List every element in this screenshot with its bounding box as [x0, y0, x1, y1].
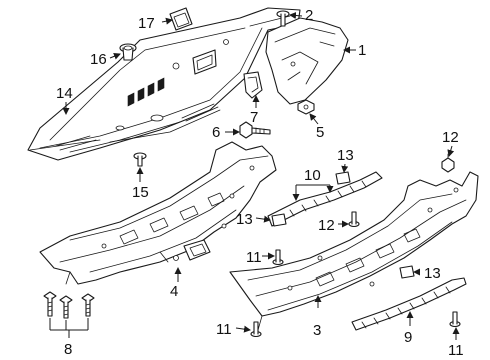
callout-13-left: 13	[236, 211, 253, 228]
callout-labels: 17 16 2 1 14 7 5 6 15 12 13 10 13 12 11 …	[56, 7, 464, 359]
frame-bracket-left	[39, 141, 277, 285]
callout-11-left: 11	[216, 321, 232, 338]
bumper-end-cap	[265, 17, 349, 105]
shield-strip-upper	[267, 171, 383, 227]
callout-5: 5	[316, 124, 324, 141]
callout-3: 3	[313, 322, 321, 339]
callout-2: 2	[305, 7, 313, 24]
nut-5	[297, 99, 315, 115]
callout-11-right: 11	[448, 342, 464, 359]
callout-12-mid: 12	[318, 217, 335, 234]
callout-14: 14	[56, 85, 73, 102]
clip-13-b	[271, 213, 287, 227]
clip-13-c	[399, 265, 415, 279]
screw-11-c	[449, 311, 461, 328]
callout-1: 1	[358, 42, 366, 59]
callout-9: 9	[404, 329, 412, 346]
callout-13-top: 13	[337, 147, 354, 164]
bolt-12-upper	[441, 153, 455, 173]
callout-7: 7	[250, 109, 258, 126]
callout-15: 15	[132, 184, 149, 201]
frame-bracket-right	[229, 171, 479, 331]
callout-16: 16	[90, 51, 107, 68]
callout-17: 17	[138, 15, 155, 32]
callout-10: 10	[304, 167, 321, 184]
screw-11-b	[250, 321, 262, 338]
clip-7	[243, 71, 263, 99]
screw-15	[133, 152, 147, 167]
callout-13-right: 13	[424, 265, 441, 282]
callout-8: 8	[64, 341, 72, 358]
shield-strip-lower	[351, 277, 467, 331]
callout-12-top: 12	[442, 129, 459, 146]
screw-11-a	[272, 249, 284, 266]
callout-4: 4	[170, 283, 178, 300]
clip-13-a	[335, 171, 351, 185]
bolt-2	[276, 10, 290, 27]
leader-lines	[49, 12, 460, 340]
callout-11-mid: 11	[246, 249, 262, 266]
bolt-12-lower	[348, 211, 360, 228]
callout-6: 6	[212, 124, 220, 141]
step-pad	[169, 7, 193, 31]
bolt-6	[239, 121, 271, 139]
rear-bumper-step	[27, 7, 301, 161]
bolts-8	[43, 291, 95, 319]
grommet	[119, 43, 137, 61]
